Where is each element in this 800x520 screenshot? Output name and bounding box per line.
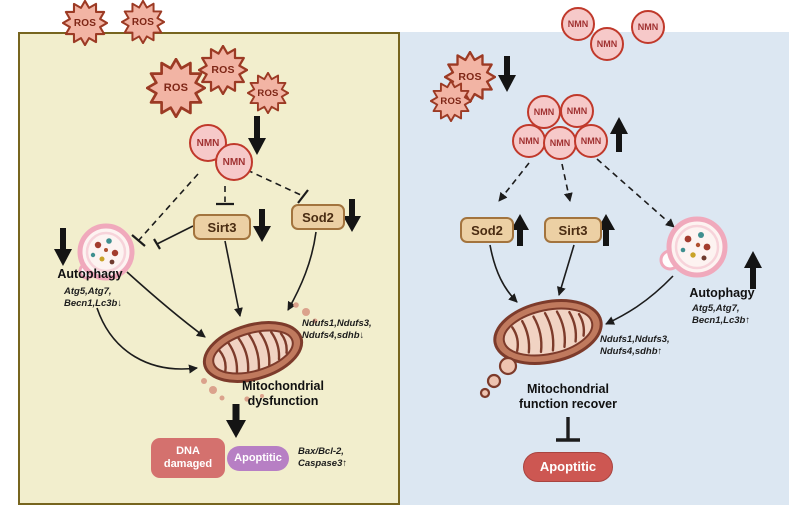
gene-line: Atg5,Atg7, bbox=[64, 286, 112, 297]
ros-label: ROS bbox=[257, 87, 279, 99]
sod2-box-left: Sod2 bbox=[291, 204, 345, 230]
nmn-label: NMN bbox=[549, 138, 571, 148]
sod2-box-right: Sod2 bbox=[460, 217, 514, 243]
nmn-label: NMN bbox=[518, 136, 540, 146]
gene-line: Ndufs1,Ndufs3, bbox=[302, 318, 372, 329]
ros-label: ROS bbox=[163, 82, 189, 94]
nmn-label: NMN bbox=[196, 137, 220, 149]
ros-burst: ROS bbox=[247, 72, 289, 114]
nmn-label: NMN bbox=[222, 156, 246, 168]
gene-line: Caspase3↑ bbox=[298, 457, 348, 469]
apoptosis-genes-left: Bax/Bcl-2, Caspase3↑ bbox=[298, 446, 347, 470]
title-line: dysfunction bbox=[247, 393, 319, 408]
gene-line: Bax/Bcl-2, bbox=[298, 446, 344, 457]
sirt3-box-right: Sirt3 bbox=[544, 217, 602, 243]
nmn-label: NMN bbox=[580, 136, 602, 146]
sirt3-label: Sirt3 bbox=[558, 222, 588, 238]
nmn-molecule: NMN bbox=[512, 124, 546, 158]
nmn-label: NMN bbox=[637, 22, 659, 32]
sirt3-box-left: Sirt3 bbox=[193, 214, 251, 240]
nmn-molecule: NMN bbox=[560, 94, 594, 128]
ros-label: ROS bbox=[440, 95, 462, 107]
nmn-label: NMN bbox=[567, 19, 589, 29]
mito-genes-right: Ndufs1,Ndufs3, Ndufs4,sdhb↑ bbox=[600, 334, 670, 358]
title-line: Mitochondrial bbox=[242, 379, 324, 393]
autophagy-genes-right: Atg5,Atg7, Becn1,Lc3b↑ bbox=[692, 303, 750, 327]
ros-label: ROS bbox=[211, 64, 235, 76]
sirt3-label: Sirt3 bbox=[207, 219, 237, 235]
apoptotic-pill-left: Apoptitic bbox=[227, 446, 289, 471]
sod2-label: Sod2 bbox=[302, 209, 334, 225]
ros-burst: ROS bbox=[198, 45, 248, 95]
gene-line: Atg5,Atg7, bbox=[692, 303, 740, 314]
autophagy-title-left: Autophagy bbox=[57, 267, 123, 281]
gene-line: Ndufs4,sdhb↑ bbox=[600, 345, 663, 357]
sod2-label: Sod2 bbox=[471, 222, 503, 238]
nmn-label: NMN bbox=[566, 106, 588, 116]
autophagy-genes-left: Atg5,Atg7, Becn1,Lc3b↓ bbox=[64, 286, 122, 310]
mito-dysfunction-title: Mitochondrial dysfunction bbox=[223, 379, 343, 409]
gene-line: Becn1,Lc3b↑ bbox=[692, 314, 751, 326]
nmn-molecule: NMN bbox=[543, 126, 577, 160]
ros-label: ROS bbox=[73, 17, 97, 29]
ros-label: ROS bbox=[131, 16, 155, 28]
apoptotic-pill-right: Apoptitic bbox=[523, 452, 613, 482]
ros-label: ROS bbox=[458, 71, 482, 83]
gene-line: Becn1,Lc3b↓ bbox=[64, 297, 123, 309]
ros-burst: ROS bbox=[62, 0, 108, 46]
nmn-molecule: NMN bbox=[574, 124, 608, 158]
gene-line: Ndufs1,Ndufs3, bbox=[600, 334, 670, 345]
pill-line: damaged bbox=[163, 458, 213, 470]
mito-genes-left: Ndufs1,Ndufs3, Ndufs4,sdhb↓ bbox=[302, 318, 372, 342]
nmn-molecule: NMN bbox=[215, 143, 253, 181]
dna-damaged-pill: DNA damaged bbox=[151, 438, 225, 478]
ros-burst: ROS bbox=[430, 80, 472, 122]
ros-burst: ROS bbox=[121, 0, 165, 44]
gene-line: Ndufs4,sdhb↓ bbox=[302, 329, 365, 341]
title-line: Mitochondrial bbox=[527, 382, 609, 396]
nmn-label: NMN bbox=[533, 107, 555, 117]
ros-burst: ROS bbox=[146, 58, 206, 118]
pill-line: DNA bbox=[176, 444, 200, 457]
autophagy-title-right: Autophagy bbox=[689, 286, 755, 300]
nmn-molecule: NMN bbox=[561, 7, 595, 41]
nmn-molecule: NMN bbox=[590, 27, 624, 61]
mito-recover-title: Mitochondrial function recover bbox=[497, 382, 639, 412]
pill-line: Apoptitic bbox=[539, 459, 597, 475]
title-line: function recover bbox=[519, 396, 617, 411]
pill-line: Apoptitic bbox=[234, 451, 282, 464]
nmn-molecule: NMN bbox=[527, 95, 561, 129]
ros-burst: ROS bbox=[444, 51, 496, 103]
nmn-molecule: NMN bbox=[631, 10, 665, 44]
nmn-label: NMN bbox=[596, 39, 618, 49]
